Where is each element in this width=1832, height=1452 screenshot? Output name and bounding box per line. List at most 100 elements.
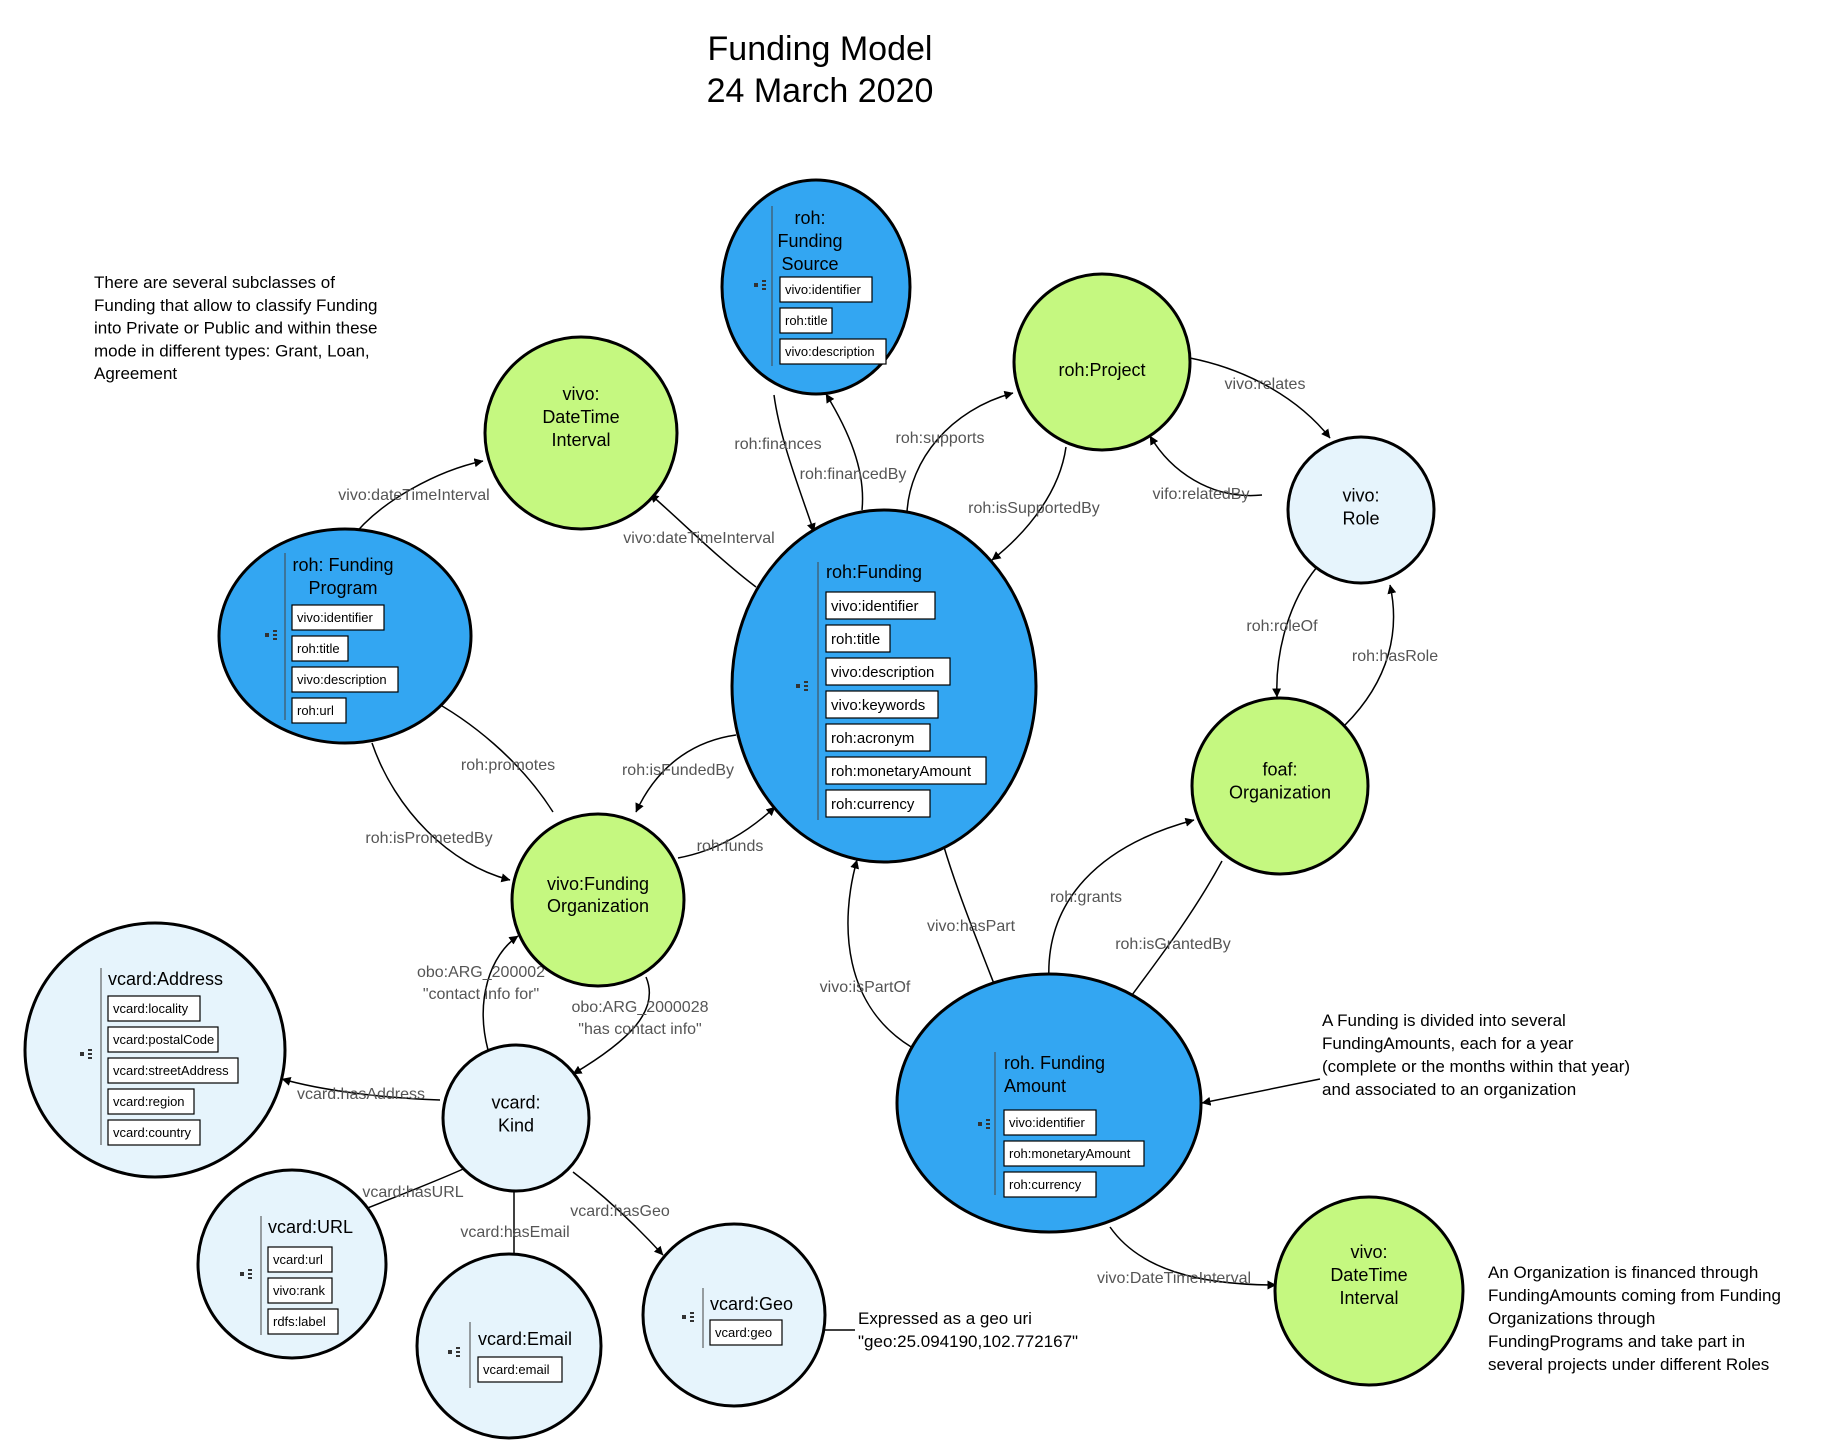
- funding-amount-title-line: Amount: [1004, 1076, 1066, 1096]
- node-funding-organization[interactable]: [510, 812, 686, 988]
- attribute-item[interactable]: vivo:identifier: [825, 591, 936, 620]
- attribute-item[interactable]: roh:monetaryAmount: [825, 756, 987, 785]
- attribute-label: roh:monetaryAmount: [1009, 1146, 1131, 1161]
- geo-title-line: vcard:Geo: [710, 1294, 793, 1314]
- edge-has-address: [281, 1077, 441, 1101]
- node-role[interactable]: [1286, 435, 1436, 585]
- attribute-item[interactable]: vivo:description: [291, 666, 399, 693]
- attribute-item[interactable]: vivo:description: [825, 657, 951, 686]
- node-datetime-interval-top[interactable]: [483, 335, 679, 531]
- attribute-label: rdfs:label: [273, 1314, 326, 1329]
- note-line: several projects under different Roles: [1488, 1355, 1769, 1374]
- node-funding-amount[interactable]: [895, 972, 1203, 1234]
- attribute-label: roh:currency: [831, 796, 915, 813]
- foaf-org-title-line: foaf:: [1262, 760, 1297, 780]
- note-line: Organizations through: [1488, 1309, 1655, 1328]
- node-project[interactable]: [1012, 272, 1192, 452]
- attribute-label: roh:acronym: [831, 730, 914, 747]
- attribute-box: [267, 1308, 339, 1335]
- attribute-item[interactable]: rdfs:label: [267, 1308, 339, 1335]
- datetime-top-title-line: DateTime: [542, 407, 619, 427]
- attribute-label: vivo:identifier: [297, 610, 374, 625]
- attribute-item[interactable]: vivo:identifier: [779, 276, 873, 303]
- edge-is-funded-by: [635, 734, 737, 813]
- email-icon-bar: [456, 1347, 460, 1349]
- funding-source-icon-bar: [762, 284, 766, 286]
- funding-program-icon-dot: [265, 633, 269, 637]
- attribute-item[interactable]: vcard:geo: [709, 1319, 783, 1346]
- address-icon-bar: [88, 1053, 92, 1055]
- attribute-item[interactable]: vcard:postalCode: [107, 1026, 219, 1053]
- note-line: Agreement: [94, 364, 177, 383]
- edge-label-has-part: vivo:hasPart: [927, 918, 1016, 935]
- attribute-item[interactable]: roh:monetaryAmount: [1003, 1140, 1145, 1167]
- email-title-line: vcard:Email: [478, 1329, 572, 1349]
- node-content-project: roh:Project: [1058, 360, 1145, 380]
- edge-has-role: [1344, 584, 1397, 726]
- edge-has-contact-info: [572, 976, 651, 1075]
- node-datetime-interval-bottom[interactable]: [1273, 1195, 1465, 1387]
- edge-label-has-contact-info-2: "has contact info": [578, 1021, 701, 1038]
- attribute-item[interactable]: vivo:identifier: [291, 604, 385, 631]
- attribute-label: vcard:geo: [715, 1325, 772, 1340]
- attribute-box: [291, 635, 349, 662]
- edge-promotes: [425, 696, 554, 813]
- edge-label-promotes: roh:promotes: [461, 757, 555, 774]
- attribute-item[interactable]: vivo:identifier: [1003, 1109, 1097, 1136]
- geo-icon-bar: [690, 1312, 694, 1314]
- node-foaf-organization[interactable]: [1190, 696, 1370, 876]
- edge-label-is-supported-by: roh:isSupportedBy: [968, 500, 1100, 517]
- attribute-item[interactable]: roh:acronym: [825, 723, 931, 752]
- attribute-box: [779, 307, 833, 334]
- url-icon-bar: [248, 1277, 252, 1279]
- attribute-box: [1003, 1109, 1097, 1136]
- attribute-item[interactable]: roh:currency: [825, 789, 931, 818]
- url-icon-bar: [248, 1269, 252, 1271]
- funding-program-title-line: roh: Funding: [292, 555, 393, 575]
- attribute-item[interactable]: vcard:url: [267, 1246, 333, 1273]
- attribute-item[interactable]: vivo:keywords: [825, 690, 939, 719]
- edge-label-has-url: vcard:hasURL: [362, 1184, 463, 1201]
- edge-label-has-email: vcard:hasEmail: [460, 1224, 569, 1241]
- attribute-label: vivo:rank: [273, 1283, 326, 1298]
- attribute-box: [291, 697, 347, 724]
- note-line: mode in different types: Grant, Loan,: [94, 341, 370, 360]
- attribute-item[interactable]: vivo:description: [779, 338, 887, 365]
- attribute-item[interactable]: vcard:country: [107, 1119, 201, 1146]
- node-vcard-kind[interactable]: [441, 1043, 591, 1193]
- attribute-item[interactable]: roh:title: [779, 307, 833, 334]
- attribute-item[interactable]: vcard:streetAddress: [107, 1057, 239, 1084]
- attribute-item[interactable]: roh:title: [291, 635, 349, 662]
- edge-role-of: [1272, 566, 1318, 698]
- edge-label-has-contact-info-1: obo:ARG_2000028: [572, 999, 709, 1016]
- attribute-item[interactable]: roh:url: [291, 697, 347, 724]
- node-content-kind: vcard:Kind: [491, 1093, 540, 1136]
- attribute-item[interactable]: vcard:region: [107, 1088, 195, 1115]
- funding-program-title-line: Program: [308, 578, 377, 598]
- attribute-box: [107, 995, 201, 1022]
- diagram-title-line1: Funding Model: [708, 30, 933, 68]
- node-vcard-email[interactable]: [415, 1252, 603, 1440]
- edge-label-has-address: vcard:hasAddress: [297, 1086, 425, 1103]
- attribute-item[interactable]: vcard:locality: [107, 995, 201, 1022]
- kind-title-line: vcard:: [491, 1093, 540, 1113]
- attribute-item[interactable]: vcard:email: [477, 1356, 563, 1383]
- attribute-label: roh:title: [831, 631, 880, 648]
- attribute-label: vivo:identifier: [785, 282, 862, 297]
- node-content-funding-source: roh:FundingSourcevivo:identifierroh:titl…: [754, 206, 887, 366]
- attribute-item[interactable]: vivo:rank: [267, 1277, 333, 1304]
- attribute-label: vivo:description: [297, 672, 387, 687]
- geo-icon-bar: [690, 1320, 694, 1322]
- attribute-item[interactable]: roh:currency: [1003, 1171, 1097, 1198]
- node-content: roh:FundingSourcevivo:identifierroh:titl…: [80, 206, 1408, 1388]
- attribute-box: [267, 1277, 333, 1304]
- attribute-box: [291, 666, 399, 693]
- email-icon-bar: [456, 1351, 460, 1353]
- note-line: A Funding is divided into several: [1322, 1011, 1566, 1030]
- attribute-item[interactable]: roh:title: [825, 624, 891, 653]
- note-organization: An Organization is financed throughFundi…: [1488, 1263, 1781, 1374]
- edge-finances: [773, 394, 816, 533]
- node-vcard-geo[interactable]: [641, 1222, 827, 1408]
